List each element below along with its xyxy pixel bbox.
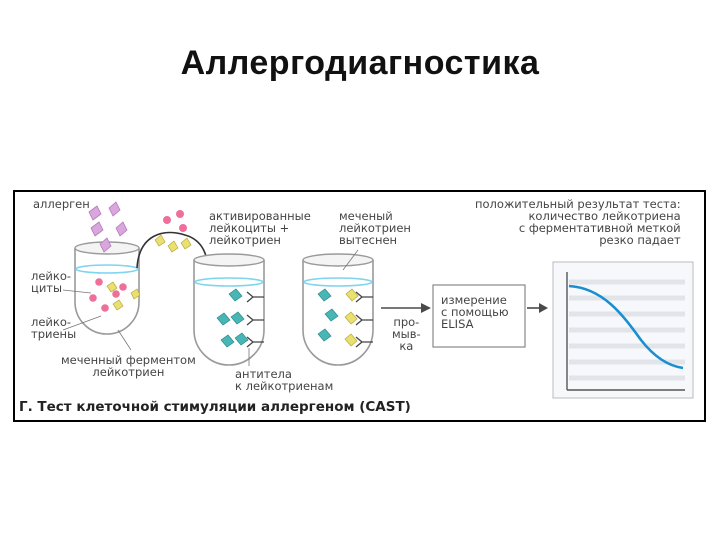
label-wash: про- мыв- ка: [392, 315, 421, 353]
label-labeled-displaced: меченый лейкотриен вытеснен: [339, 209, 411, 247]
leukocytes-tube-1: [89, 278, 127, 312]
cast-figure: аллерген лейко- циты лейко- триены мечен…: [13, 190, 706, 422]
enzyme-labeled-leukotrienes-tube-2: [216, 288, 249, 348]
label-antibodies: антитела к лейкотриенам: [235, 367, 334, 393]
activated-leukocytes: [163, 210, 187, 232]
label-measurement: измерение с помощью ELISA: [441, 293, 509, 331]
right-arrow-icon-2: [527, 303, 548, 313]
result-graph: [552, 261, 694, 399]
label-allergen: аллерген: [33, 197, 90, 211]
allergen-particles: [88, 201, 128, 253]
bound-leukotrienes-tube-3: [344, 288, 359, 347]
label-activated: активированные лейкоциты + лейкотриен: [209, 209, 311, 247]
elisa-box: [432, 284, 526, 348]
leader-lines-tube-3: [342, 249, 359, 271]
label-enzyme-labeled: меченный ферментом лейкотриен: [61, 353, 196, 379]
antibody-icon: [246, 291, 264, 348]
right-arrow-icon: [381, 303, 431, 313]
label-positive-result: положительный результат теста: количеств…: [475, 197, 681, 247]
leader-lines-tube-1: [62, 289, 132, 351]
decay-curve: [568, 284, 684, 370]
figure-caption: Г. Тест клеточной стимуляции аллергеном …: [19, 399, 411, 415]
test-tube-3: [302, 253, 374, 366]
cast-diagram: [13, 190, 706, 422]
label-leukotrienes: лейко- триены: [31, 315, 77, 341]
displaced-labeled-leukotrienes: [317, 288, 339, 342]
slide-title: Аллергодиагностика: [180, 44, 540, 82]
leukotrienes-tube-1: [106, 281, 141, 311]
test-tube-1: [74, 241, 140, 335]
released-leukotrienes: [154, 234, 192, 253]
label-leukocytes: лейко- циты: [31, 269, 72, 295]
test-tube-2: [193, 253, 265, 366]
antibodies-tube-3: [355, 291, 373, 348]
